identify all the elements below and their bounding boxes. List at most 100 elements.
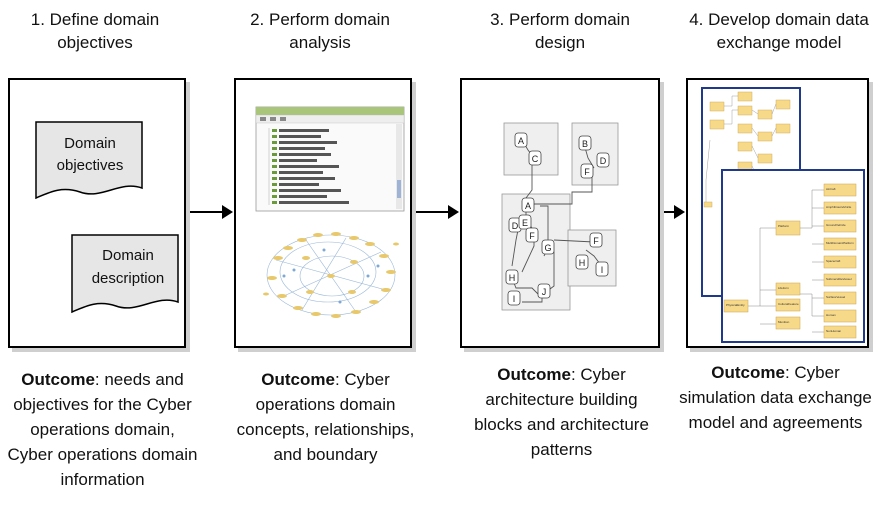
- data-exchange-model-illustration: PhysicalEntity Platform Lifeform Cultura…: [701, 87, 865, 343]
- step2-panel: [234, 78, 412, 348]
- model-node-physicalentity: [723, 299, 749, 313]
- step2-outcome-line: operations domain: [255, 395, 396, 414]
- flow-arrow-1-to-2: [190, 205, 233, 219]
- flow-arrow-3-to-4: [664, 205, 685, 219]
- model-node-munition: [775, 316, 801, 330]
- svg-text:I: I: [601, 265, 604, 275]
- step1-title-line2: objectives: [57, 33, 133, 52]
- model-node-aircraft: [823, 183, 857, 197]
- svg-text:G: G: [544, 243, 551, 253]
- svg-text:B: B: [582, 139, 588, 149]
- node-f: F: [525, 227, 539, 243]
- documents-illustration: Domain objectives Domain description: [35, 121, 179, 314]
- model-label-lifeform: Lifeform: [778, 286, 789, 290]
- step4-outcome-line: model and agreements: [688, 413, 863, 432]
- model-node-surfacevessel: [823, 291, 857, 305]
- step2-outcome-line: : Cyber: [334, 370, 390, 389]
- model-label-munition: Munition: [778, 320, 790, 324]
- model-node-lifeform: [775, 282, 801, 296]
- model-label-aircraft: Aircraft: [826, 187, 836, 191]
- step3-outcome-line: architecture building: [485, 390, 638, 409]
- node-a: A: [521, 197, 535, 213]
- doc1-line2: objectives: [57, 157, 124, 174]
- node-h: H: [505, 269, 519, 285]
- model-label-groundvehicle: GroundVehicle: [826, 223, 846, 227]
- model-label-amphibiousvehicle: AmphibiousVehicle: [826, 205, 852, 209]
- svg-text:F: F: [593, 236, 599, 246]
- svg-text:I: I: [513, 294, 516, 304]
- step3-outcome-line: : Cyber: [570, 365, 626, 384]
- model-node-platform: [775, 220, 801, 236]
- model-node-groundvehicle: [823, 219, 857, 233]
- node-f: F: [589, 232, 603, 248]
- pattern-block: [503, 122, 559, 176]
- step1-outcome-line: : needs and: [94, 370, 184, 389]
- flow-arrow-2-to-3: [416, 205, 459, 219]
- node-a: A: [514, 132, 528, 148]
- model-node-human: [823, 309, 857, 323]
- svg-text:F: F: [529, 231, 535, 241]
- step1-outcome-line: information: [60, 470, 145, 489]
- step3-title-line2: design: [534, 33, 586, 52]
- svg-text:F: F: [584, 167, 590, 177]
- node-f: F: [580, 163, 594, 179]
- node-c: C: [528, 150, 542, 166]
- domain-description-document-icon: Domain description: [71, 234, 179, 314]
- step2-title-line2: analysis: [289, 33, 351, 52]
- step3-title-line1: 3. Perform domain: [490, 10, 630, 29]
- step4-outcome-line: simulation data exchange: [679, 388, 872, 407]
- step3-outcome: Outcome: Cyber architecture building blo…: [459, 362, 664, 462]
- foreground-model-window: PhysicalEntity Platform Lifeform Cultura…: [721, 169, 865, 343]
- node-j: J: [537, 283, 551, 299]
- node-e: E: [518, 214, 532, 230]
- node-d: D: [596, 152, 610, 168]
- doc1-line1: Domain: [64, 135, 116, 152]
- step1-outcome-line: operations domain,: [30, 420, 175, 439]
- model-label-platform: Platform: [778, 224, 790, 228]
- step4-title: 4. Develop domain data exchange model: [685, 8, 873, 54]
- node-h: H: [575, 254, 589, 270]
- step2-title: 2. Perform domain analysis: [235, 8, 405, 54]
- node-b: B: [578, 135, 592, 151]
- step2-outcome: Outcome: Cyber operations domain concept…: [228, 367, 423, 467]
- model-label-multidomainplatform: MultiDomainPlatform: [826, 241, 854, 245]
- step3-outcome-line: blocks and architecture: [474, 415, 649, 434]
- step4-outcome: Outcome: Cyber simulation data exchange …: [678, 360, 873, 435]
- step1-title: 1. Define domain objectives: [10, 8, 180, 54]
- step1-outcome-label: Outcome: [21, 370, 95, 389]
- svg-text:A: A: [518, 136, 524, 146]
- node-g: G: [541, 239, 555, 255]
- model-node-amphibiousvehicle: [823, 201, 857, 215]
- domain-analysis-illustration: [255, 106, 405, 318]
- svg-text:D: D: [512, 221, 519, 231]
- model-label-spacecraft: Spacecraft: [826, 259, 841, 263]
- model-label-submersiblevessel: SubmersibleVessel: [826, 277, 852, 281]
- model-node-spacecraft: [823, 255, 857, 269]
- svg-text:E: E: [522, 218, 528, 228]
- step4-outcome-line: : Cyber: [784, 363, 840, 382]
- node-i: I: [507, 290, 521, 306]
- node-i: I: [595, 261, 609, 277]
- step3-title: 3. Perform domain design: [460, 8, 660, 54]
- svg-text:D: D: [600, 156, 607, 166]
- doc2-line2: description: [92, 270, 165, 287]
- architecture-patterns-illustration: A C B F D A D E F G H I J F H I: [501, 122, 619, 311]
- step1-outcome-line: objectives for the Cyber: [13, 395, 192, 414]
- doc2-line1: Domain: [102, 247, 154, 264]
- step2-outcome-line: concepts, relationships,: [236, 420, 415, 439]
- pattern-block: [571, 122, 619, 186]
- step1-outcome-line: Cyber operations domain: [7, 445, 198, 464]
- svg-text:H: H: [509, 273, 516, 283]
- svg-text:C: C: [532, 154, 539, 164]
- model-node-nonhuman: [823, 325, 857, 339]
- svg-text:H: H: [579, 258, 586, 268]
- model-node-multidomainplatform: [823, 237, 857, 251]
- step4-title-line1: 4. Develop domain data: [689, 10, 869, 29]
- svg-text:A: A: [525, 201, 531, 211]
- step2-title-line1: 2. Perform domain: [250, 10, 390, 29]
- model-label-human: Human: [826, 313, 836, 317]
- step4-panel: PhysicalEntity Platform Lifeform Cultura…: [686, 78, 869, 348]
- concept-network-graph: [263, 232, 399, 318]
- step1-outcome: Outcome: needs and objectives for the Cy…: [5, 367, 200, 492]
- step1-panel: Domain objectives Domain description: [8, 78, 186, 348]
